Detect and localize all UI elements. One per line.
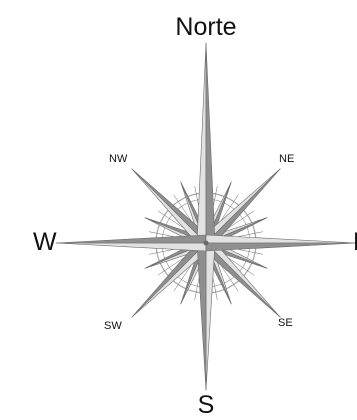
north-point-light-half	[197, 43, 206, 243]
west-point-light-half	[56, 243, 206, 251]
east-point-light-half	[206, 235, 356, 243]
south-point-light-half	[206, 243, 215, 390]
west-point-dark-half	[56, 235, 206, 243]
east-point-dark-half	[206, 243, 356, 251]
south-label: S	[198, 393, 215, 418]
northwest-label: NW	[109, 154, 127, 165]
compass-cardinal-points	[56, 43, 356, 390]
southeast-label: SE	[278, 318, 293, 329]
compass-center	[204, 241, 209, 246]
northeast-label: NE	[279, 154, 294, 165]
east-label: E	[353, 230, 357, 255]
west-label: W	[33, 230, 57, 255]
southwest-label: SW	[104, 321, 122, 332]
north-label: Norte	[175, 15, 236, 40]
south-point-dark-half	[197, 243, 206, 390]
north-point-dark-half	[206, 43, 215, 243]
